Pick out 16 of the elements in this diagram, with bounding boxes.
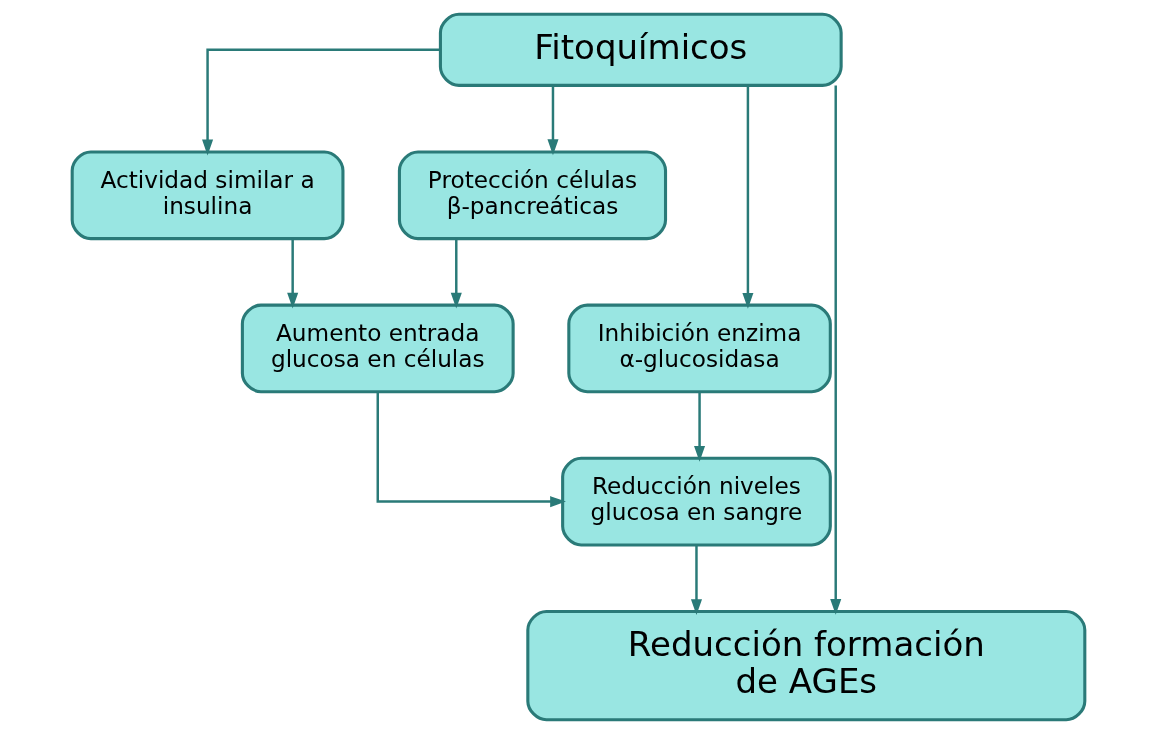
node-box: Inhibición enzima α-glucosidasa [566,303,832,394]
node-box: Fitoquímicos [438,12,843,87]
arrow [450,238,462,309]
node-box: Reducción formación de AGEs [525,609,1086,722]
arrow [693,391,705,462]
arrow [201,48,440,156]
node-box: Actividad similar a insulina [70,150,344,241]
arrow [741,85,753,309]
arrow [376,391,566,508]
arrow [690,545,702,616]
arrow [829,85,841,615]
node-box: Protección células β-pancreáticas [397,150,667,241]
node-box: Reducción niveles glucosa en sangre [560,456,832,547]
arrow [546,85,558,156]
node-box: Aumento entrada glucosa en células [240,303,515,394]
arrow [286,238,298,309]
